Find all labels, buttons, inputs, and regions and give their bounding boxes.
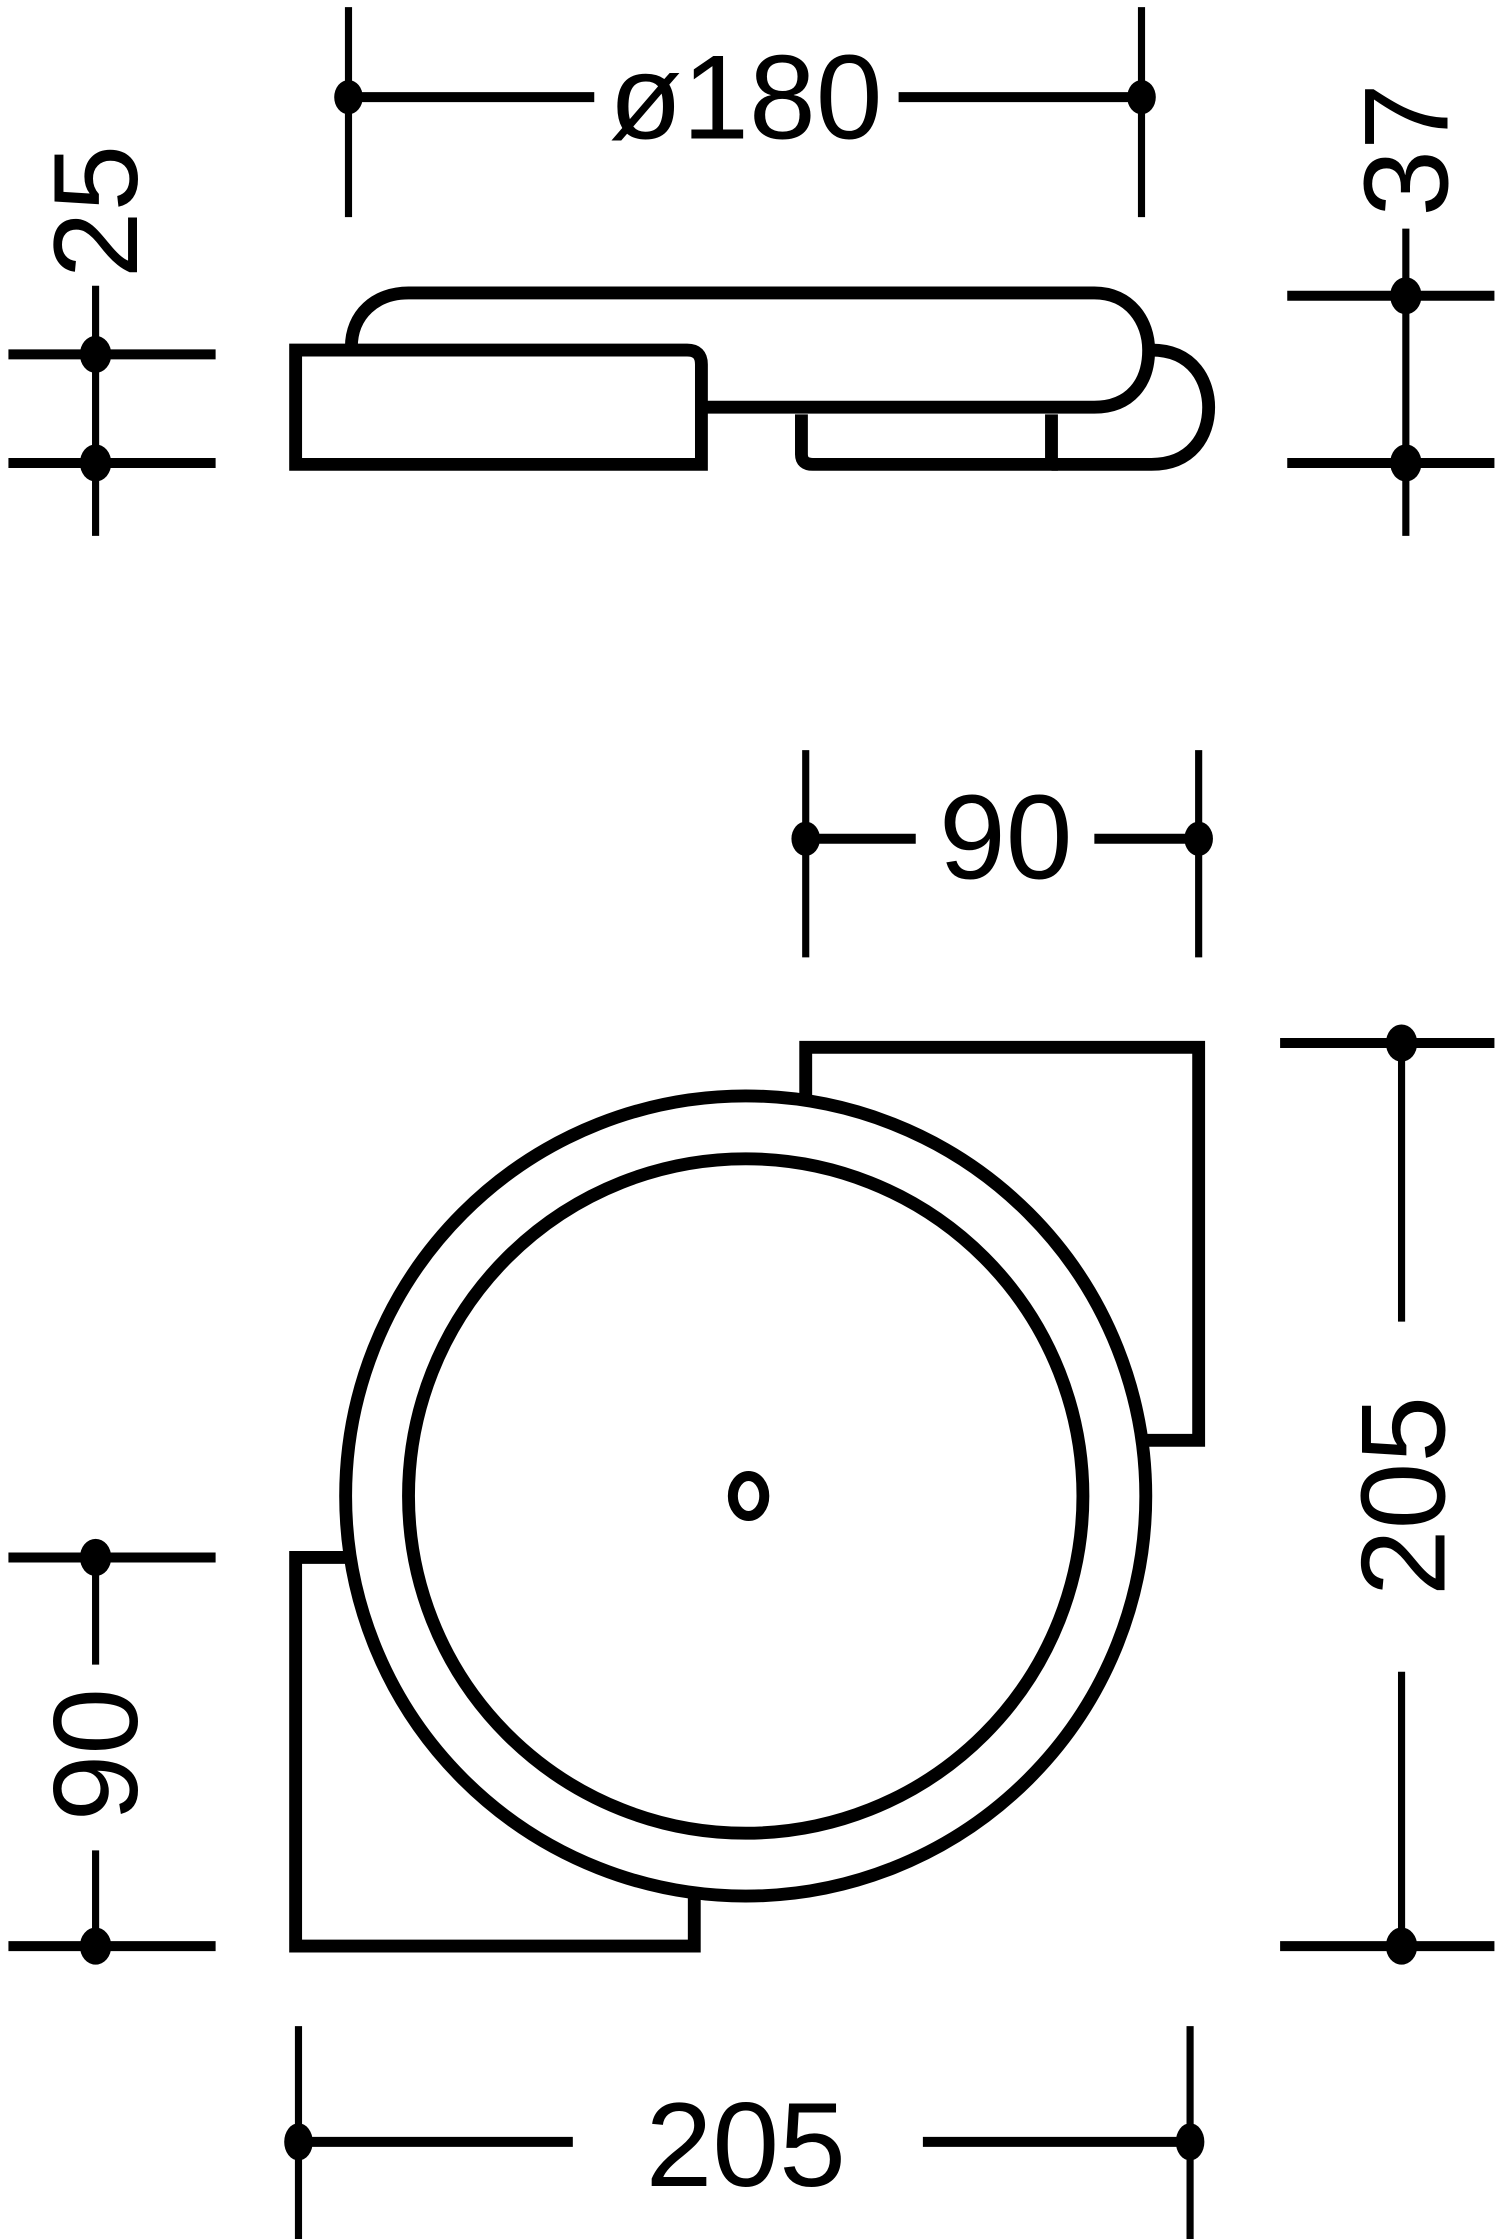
dim-label-205-right: 205 — [1336, 1396, 1470, 1596]
side-profile — [289, 286, 1216, 471]
dimension-height-90-left: 90 — [8, 1538, 216, 1965]
dimension-diameter-180: ø180 — [334, 7, 1156, 218]
dimension-width-90-top: 90 — [791, 750, 1213, 958]
dim-label-diameter: ø180 — [609, 31, 883, 165]
dimension-height-37: 37 — [1287, 83, 1495, 536]
plan-view: 90 205 90 — [8, 750, 1495, 2239]
dim-label-90-left: 90 — [29, 1688, 163, 1822]
dimension-height-205-right: 205 — [1280, 1024, 1495, 1965]
dimension-height-25: 25 — [8, 145, 216, 536]
dim-label-90-top: 90 — [939, 771, 1073, 905]
dish-inner-rim — [402, 1152, 1090, 1840]
side-view: ø180 25 37 — [8, 7, 1495, 536]
drain-hole — [727, 1470, 770, 1522]
dish-outer-rim — [339, 1089, 1153, 1903]
dim-label-25: 25 — [29, 145, 163, 279]
lower-left-bracket — [289, 1551, 701, 1953]
dimension-width-205-bottom: 205 — [284, 2026, 1205, 2239]
dim-label-205-bottom: 205 — [646, 2078, 846, 2212]
dim-label-37: 37 — [1339, 83, 1473, 217]
upper-right-bracket — [799, 1040, 1206, 1447]
